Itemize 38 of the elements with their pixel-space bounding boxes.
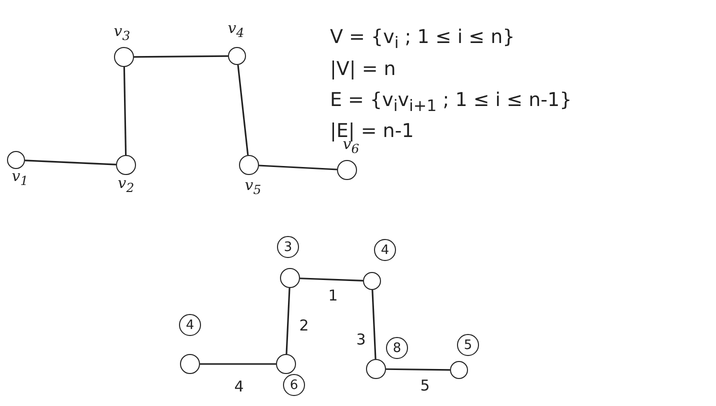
vertex-circle — [180, 354, 200, 374]
vertex-label: 3 — [277, 236, 299, 258]
set-formula: E = {v$_{i}$v$_{i+1}$ ; 1 ≤ i ≤ n-1} — [330, 89, 572, 115]
vertex-circle — [239, 155, 259, 175]
vertex-circle — [363, 272, 381, 290]
set-formula: |V| = n — [330, 58, 396, 80]
vertex-label: v$_{2}$ — [118, 176, 134, 194]
vertex-label: v$_{4}$ — [228, 20, 244, 40]
edge-line — [123, 66, 127, 156]
vertex-label: 6 — [283, 374, 305, 396]
vertex-label: 4 — [179, 314, 201, 336]
edge-label: 3 — [354, 332, 368, 348]
edge-line — [24, 160, 116, 166]
edge-line — [300, 278, 364, 282]
edge-line — [237, 64, 249, 156]
vertex-label: 4 — [374, 239, 396, 261]
edge-line — [258, 164, 338, 170]
vertex-label: 8 — [386, 337, 408, 359]
vertex-circle — [114, 47, 134, 67]
vertex-label: v$_{3}$ — [114, 24, 130, 42]
edge-line — [386, 368, 450, 371]
edge-line — [134, 55, 228, 58]
edge-line — [372, 290, 376, 360]
vertex-circle — [7, 151, 25, 169]
vertex-label: v$_{5}$ — [244, 178, 262, 196]
vertex-circle — [337, 160, 357, 180]
edge-line — [200, 363, 276, 365]
vertex-circle — [116, 155, 136, 175]
edge-line — [286, 288, 290, 354]
vertex-label: 5 — [457, 334, 479, 356]
vertex-label: v$_{1}$ — [12, 168, 28, 188]
vertex-circle — [276, 354, 296, 374]
set-formula: V = {v$_{i}$ ; 1 ≤ i ≤ n} — [330, 26, 515, 52]
vertex-circle — [450, 361, 468, 379]
vertex-circle — [366, 359, 386, 379]
edge-label: 4 — [232, 380, 246, 394]
vertex-circle — [280, 268, 300, 288]
vertex-circle — [228, 47, 246, 65]
